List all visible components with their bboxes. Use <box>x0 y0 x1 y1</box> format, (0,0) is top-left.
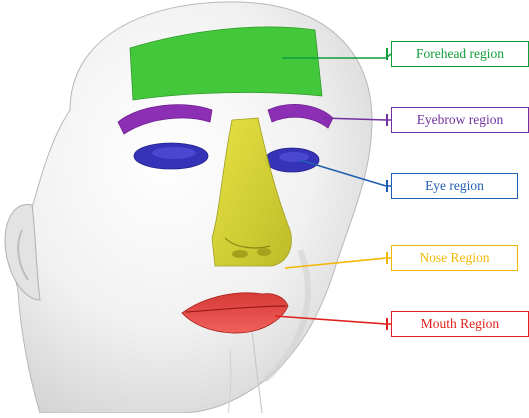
right-nostril <box>257 248 271 256</box>
eyebrow-region-label: Eyebrow region <box>391 107 529 133</box>
left-eye-highlight <box>152 147 196 159</box>
forehead-region-label: Forehead region <box>391 41 529 67</box>
nose-region-label: Nose Region <box>391 245 518 271</box>
eye-region-label: Eye region <box>391 173 518 199</box>
left-nostril <box>232 250 248 258</box>
mouth-region-label: Mouth Region <box>391 311 529 337</box>
right-eye-highlight <box>279 152 309 162</box>
